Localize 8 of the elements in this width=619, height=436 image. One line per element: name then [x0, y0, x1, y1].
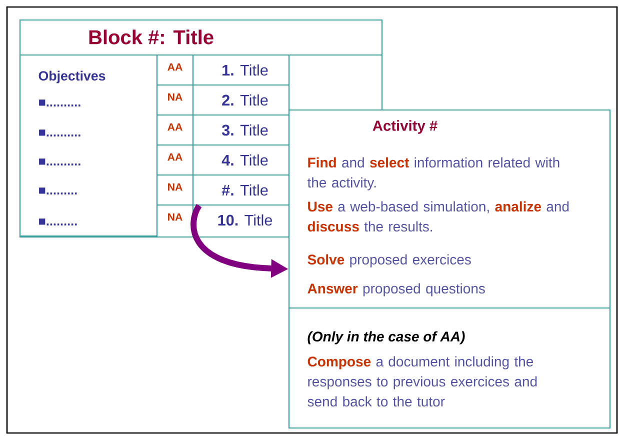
- status-cell: AA: [156, 54, 194, 86]
- status-cell: AA: [156, 114, 194, 146]
- status-cell: NA: [156, 174, 194, 206]
- activity-section: (Only in the case of AA) Compose a document including the responses to previous exercices and send back to the tutor: [288, 307, 611, 429]
- status-cell: AA: [156, 144, 194, 176]
- objectives-cell: Objectives ■.......... ■.......... ■.......... ■......... ■.........: [19, 54, 158, 237]
- status-cell: NA: [156, 84, 194, 116]
- status-cell: NA: [156, 204, 194, 238]
